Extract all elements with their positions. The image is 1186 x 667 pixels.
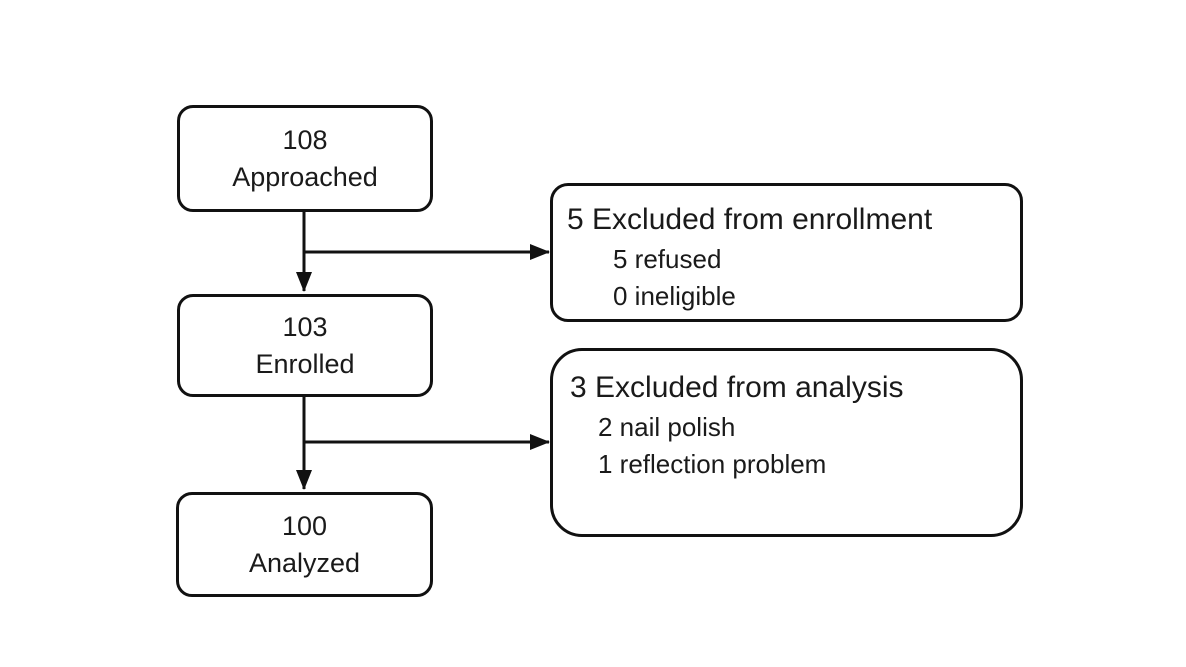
excluded-enrollment-item: 0 ineligible <box>613 281 736 311</box>
node-approached: 108 Approached <box>177 105 433 212</box>
approached-label: Approached <box>232 161 378 192</box>
excluded-analysis-title: 3 Excluded from analysis <box>570 371 904 404</box>
enrolled-count: 103 <box>282 311 328 342</box>
approached-count: 108 <box>282 124 328 155</box>
enrolled-label: Enrolled <box>255 348 355 379</box>
excluded-enrollment-item: 5 refused <box>613 244 722 274</box>
node-excluded-from-analysis: 3 Excluded from analysis 2 nail polish 1… <box>550 348 1023 537</box>
node-analyzed: 100 Analyzed <box>176 492 433 597</box>
excluded-enrollment-title: 5 Excluded from enrollment <box>567 203 933 236</box>
node-excluded-from-enrollment: 5 Excluded from enrollment 5 refused 0 i… <box>550 183 1023 322</box>
node-enrolled: 103 Enrolled <box>177 294 433 397</box>
excluded-analysis-item: 1 reflection problem <box>598 449 827 479</box>
excluded-analysis-item: 2 nail polish <box>598 412 736 442</box>
analyzed-count: 100 <box>281 510 328 541</box>
analyzed-label: Analyzed <box>248 547 361 578</box>
